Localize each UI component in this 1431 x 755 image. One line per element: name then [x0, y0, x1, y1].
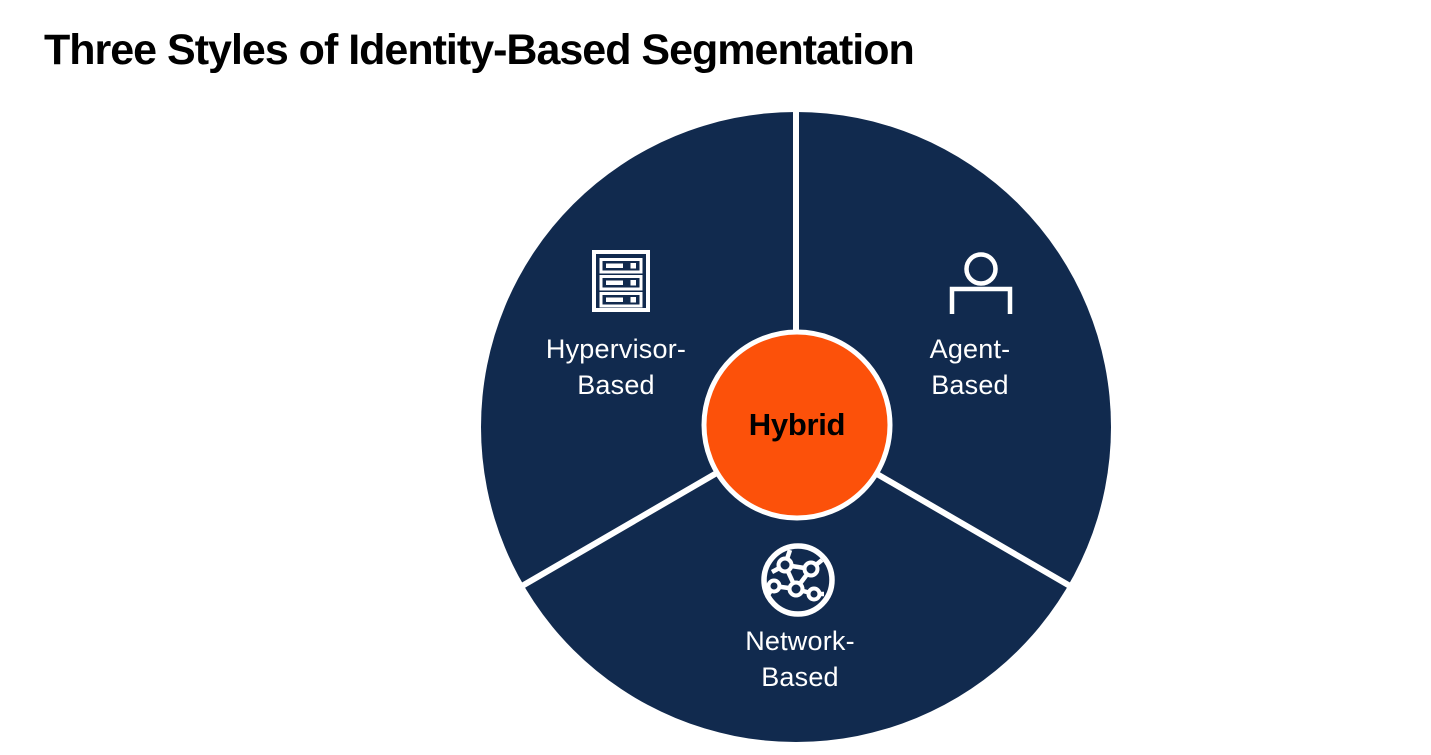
network-globe-icon: [761, 543, 835, 617]
segment-label-line: Hypervisor-: [545, 334, 687, 364]
server-rack-icon: [592, 250, 650, 312]
segment-label-line: Based: [761, 662, 839, 692]
segment-label-line: Agent-: [929, 334, 1011, 364]
segment-label-line: Based: [577, 370, 655, 400]
segment-label-line: Network-: [745, 626, 855, 656]
segment-label-hypervisor: Hypervisor- Based: [546, 331, 686, 403]
center-hybrid-circle: [701, 329, 893, 521]
center-label-hybrid: Hybrid: [748, 407, 846, 442]
segment-label-line: Based: [931, 370, 1009, 400]
person-icon: [949, 252, 1013, 314]
page-title: Three Styles of Identity-Based Segmentat…: [44, 26, 915, 74]
segment-label-network: Network- Based: [745, 623, 855, 695]
segment-label-agent: Agent- Based: [930, 331, 1011, 403]
